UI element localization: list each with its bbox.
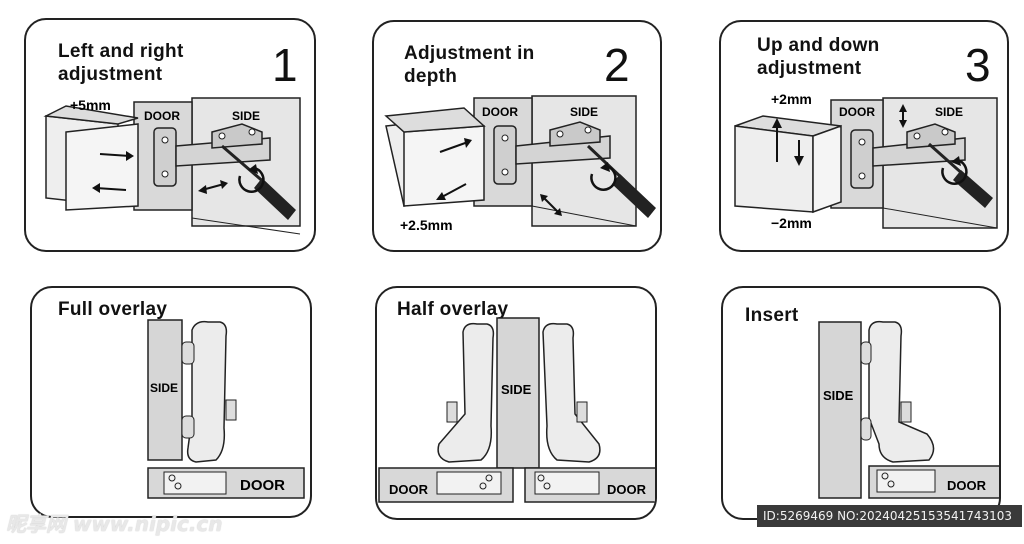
panel-title: Full overlay: [58, 299, 168, 320]
step-number: 1: [272, 39, 298, 91]
panel-full-overlay: Full overlay SIDE DOOR: [30, 286, 312, 518]
door-label: DOOR: [482, 105, 518, 119]
step-number: 3: [965, 39, 991, 91]
insert-illustration: SIDE DOOR: [818, 320, 999, 499]
watermark-id: ID:5269469 NO:20240425153541743103: [757, 505, 1022, 527]
side-label: SIDE: [823, 388, 854, 403]
measure-down-label: −2mm: [771, 215, 812, 231]
side-label: SIDE: [501, 382, 532, 397]
panel-title: Half overlay: [397, 299, 509, 320]
half-overlay-illustration: SIDE DOOR DOOR: [378, 317, 655, 503]
hinge-illustration: DOOR SIDE +2mm −2mm: [734, 91, 998, 231]
door-left-label: DOOR: [389, 482, 429, 497]
panel-half-overlay: Half overlay SIDE DOOR DOOR: [375, 286, 657, 520]
panel-insert: Insert SIDE DOOR: [721, 286, 1001, 520]
door-label: DOOR: [947, 478, 987, 493]
measure-up-label: +2mm: [771, 91, 812, 107]
panel-title: Up and down adjustment: [757, 35, 880, 79]
door-right-label: DOOR: [607, 482, 647, 497]
panel-up-down-adjustment: Up and down adjustment 3 DOOR SIDE +2mm …: [719, 20, 1009, 252]
watermark-site: 昵享网 www.nipic.cn: [6, 512, 223, 536]
side-label: SIDE: [150, 381, 178, 395]
measure-label: +2.5mm: [400, 217, 453, 233]
panel-title: Insert: [745, 305, 799, 326]
side-label: SIDE: [232, 109, 260, 123]
side-label: SIDE: [570, 105, 598, 119]
door-label: DOOR: [144, 109, 180, 123]
panel-title: Left and right adjustment: [58, 41, 184, 85]
hinge-illustration: DOOR SIDE +2.5mm: [384, 95, 656, 233]
door-label: DOOR: [240, 477, 285, 494]
panel-depth-adjustment: Adjustment in depth 2 DOOR SIDE +2.5mm: [372, 20, 662, 252]
panel-left-right-adjustment: Left and right adjustment 1: [24, 18, 316, 252]
door-label: DOOR: [839, 105, 875, 119]
measure-label: +5mm: [70, 97, 111, 113]
step-number: 2: [604, 39, 630, 91]
panel-title: Adjustment in depth: [404, 43, 535, 87]
full-overlay-illustration: SIDE DOOR: [147, 319, 305, 499]
side-label: SIDE: [935, 105, 963, 119]
hinge-illustration: DOOR SIDE +5mm: [43, 97, 301, 235]
